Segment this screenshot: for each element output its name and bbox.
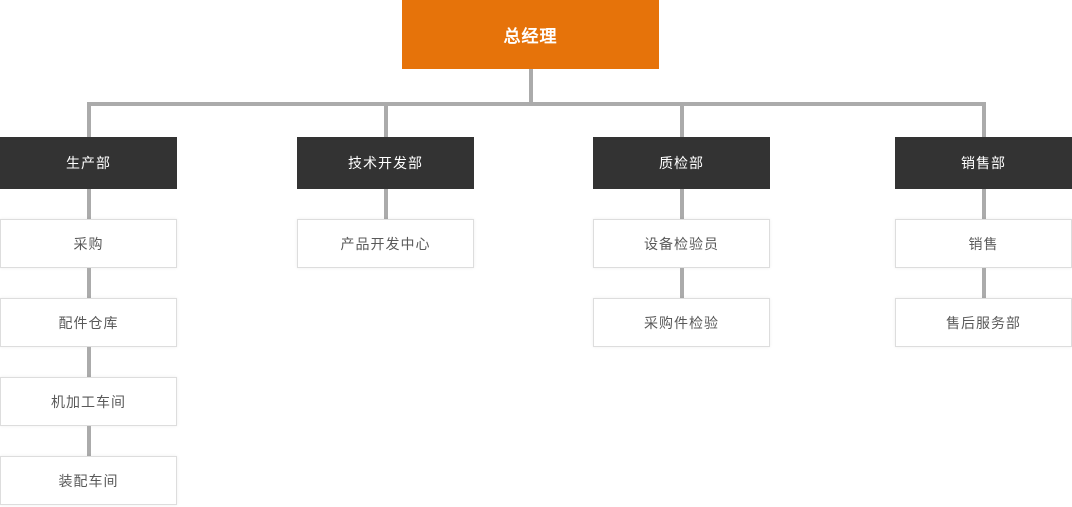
connector-line (982, 268, 986, 298)
connector-line (87, 106, 91, 137)
org-node-root: 总经理 (402, 0, 659, 69)
connector-line (87, 189, 91, 219)
connector-line (680, 268, 684, 298)
connector-line (87, 102, 986, 106)
org-node-dept-2: 技术开发部 (297, 137, 474, 189)
org-node-dept-1: 生产部 (0, 137, 177, 189)
org-node-child: 销售 (895, 219, 1072, 268)
connector-line (529, 69, 533, 102)
org-node-dept-4: 销售部 (895, 137, 1072, 189)
org-node-child: 装配车间 (0, 456, 177, 505)
org-node-child: 采购件检验 (593, 298, 770, 347)
connector-line (982, 106, 986, 137)
org-node-child: 采购 (0, 219, 177, 268)
org-node-child: 机加工车间 (0, 377, 177, 426)
org-node-child: 设备检验员 (593, 219, 770, 268)
connector-line (384, 189, 388, 219)
connector-line (680, 189, 684, 219)
connector-line (384, 106, 388, 137)
connector-line (982, 189, 986, 219)
org-node-dept-3: 质检部 (593, 137, 770, 189)
org-node-child: 产品开发中心 (297, 219, 474, 268)
connector-line (680, 106, 684, 137)
connector-line (87, 347, 91, 377)
connector-line (87, 268, 91, 298)
connector-line (87, 426, 91, 456)
org-node-child: 配件仓库 (0, 298, 177, 347)
org-node-child: 售后服务部 (895, 298, 1072, 347)
